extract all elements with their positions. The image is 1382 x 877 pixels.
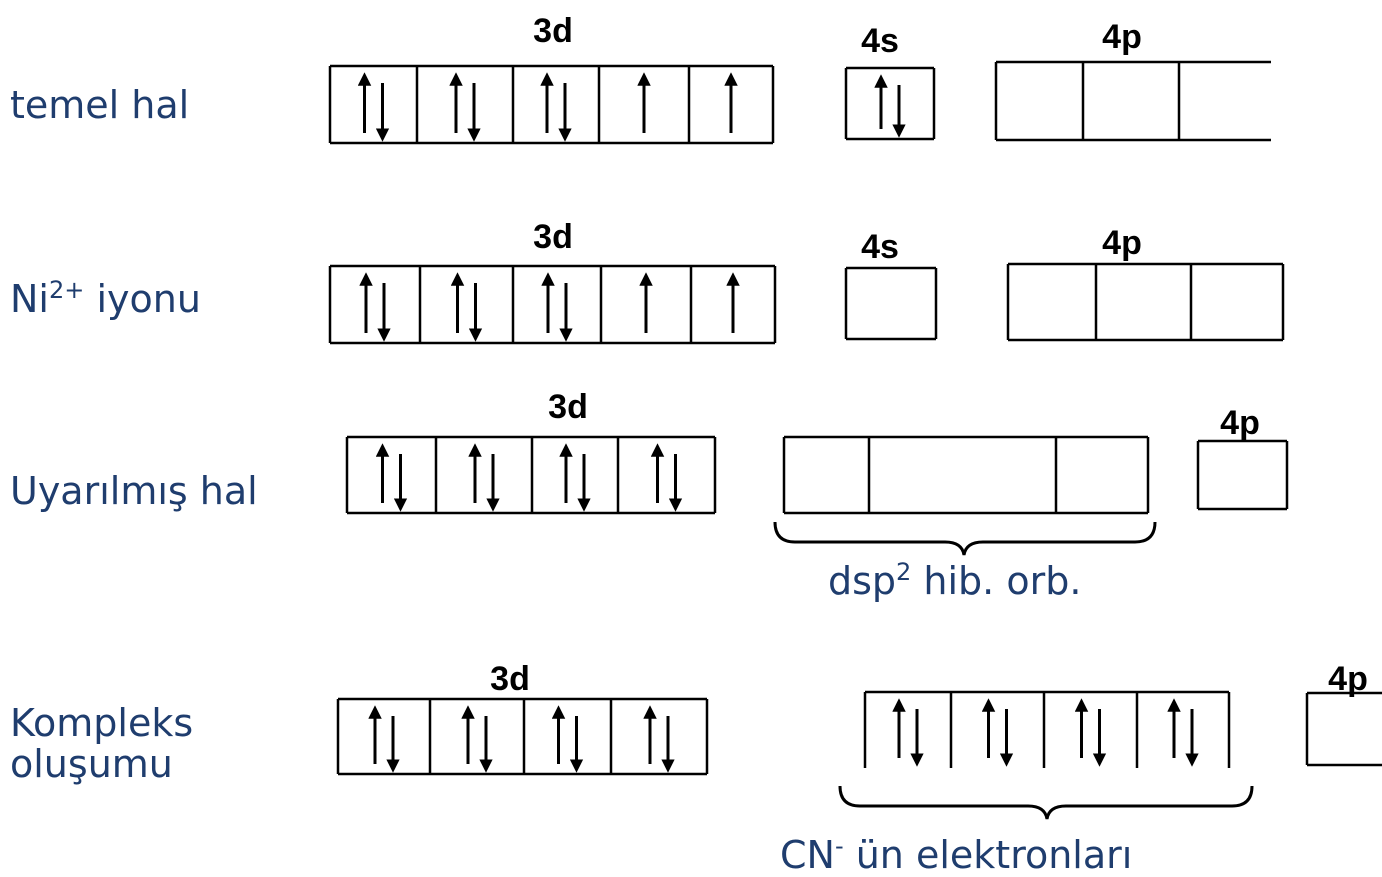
dsp2-sup: 2 — [896, 558, 912, 586]
cn-sup: - — [834, 832, 844, 860]
ni-symbol: Ni — [10, 277, 49, 321]
excited-3d-orbitals — [345, 435, 717, 515]
dsp2-brace — [773, 521, 1157, 556]
row-label-excited-state: Uyarılmış hal — [10, 469, 258, 513]
header-r3-3d: 3d — [548, 388, 588, 426]
header-r1-4s: 4s — [861, 22, 899, 60]
header-r4-4p: 4p — [1328, 660, 1368, 698]
row-label-complex-line2: oluşumu — [10, 742, 173, 786]
ground-4s-orbital — [844, 66, 936, 141]
ni-ion-word: iyonu — [84, 277, 201, 321]
complex-3d-orbitals — [336, 697, 709, 776]
ion-3d-orbitals — [328, 264, 777, 345]
ground-4p-orbitals — [994, 60, 1271, 142]
ground-3d-orbitals — [328, 64, 775, 145]
header-r2-4p: 4p — [1102, 224, 1142, 262]
header-r2-3d: 3d — [533, 218, 573, 256]
ion-4p-orbitals — [1006, 262, 1285, 342]
header-r1-4p: 4p — [1102, 18, 1142, 56]
cn-tail: ün elektronları — [843, 833, 1133, 877]
dsp2-caption: dsp2 hib. orb. — [828, 559, 1082, 603]
row-label-ground-state: temel hal — [10, 83, 190, 127]
cn-brace — [838, 785, 1254, 820]
dsp2-tail: hib. orb. — [911, 559, 1082, 603]
ion-4s-orbital — [844, 266, 938, 341]
complex-4p-orbital — [1305, 691, 1382, 767]
header-r2-4s: 4s — [861, 228, 899, 266]
dsp2-main: dsp — [828, 559, 897, 603]
cn-main: CN — [780, 833, 835, 877]
excited-4p-orbital — [1196, 439, 1289, 511]
row-label-complex-line1: Kompleks — [10, 701, 194, 745]
dsp2-hybrid-orbitals — [782, 435, 1150, 515]
cn-electron-orbitals — [863, 690, 1231, 768]
header-r1-3d: 3d — [533, 12, 573, 50]
ni-charge: 2+ — [48, 276, 85, 304]
row-label-ni2-ion: Ni2+ iyonu — [10, 277, 201, 321]
header-r3-4p: 4p — [1220, 404, 1260, 442]
header-r4-3d: 3d — [490, 660, 530, 698]
cn-caption: CN- ün elektronları — [780, 833, 1133, 877]
